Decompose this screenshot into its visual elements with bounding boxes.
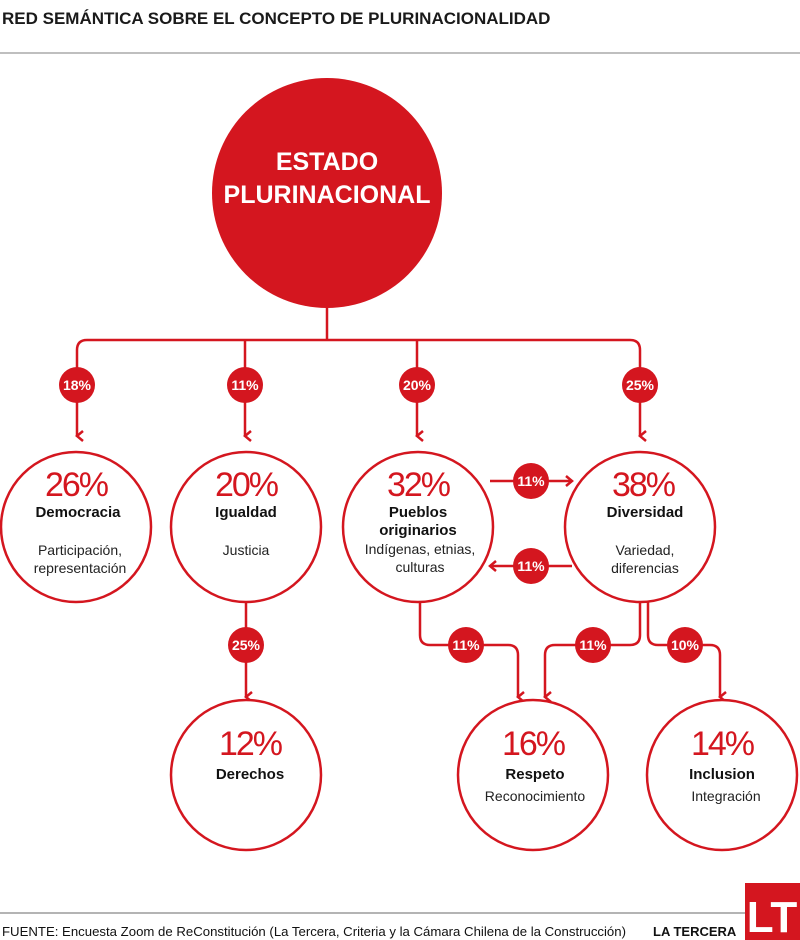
node-derechos: 12% Derechos [169,698,323,852]
node-sub1: Indígenas, etnias, [365,541,476,557]
node-pct: 20% [215,466,279,504]
brand-logo-text: LT [747,893,798,940]
node-sub1: Reconocimiento [485,788,586,804]
node-name: Democracia [35,504,121,521]
node-sub1: Participación, [38,542,122,558]
node-sub1: Variedad, [616,542,675,558]
badge-diversidad-to-pueblos: 11% [517,558,545,574]
node-igualdad: 20% Igualdad Justicia [169,450,323,604]
root-label-line2: PLURINACIONAL [224,181,431,209]
badge-pueblos-to-diversidad: 11% [517,473,545,489]
source-note: FUENTE: Encuesta Zoom de ReConstitución … [2,924,626,939]
node-sub1: Justicia [223,542,270,558]
brand-name: LA TERCERA [653,924,737,939]
node-pueblos-originarios: 32% Pueblos originarios Indígenas, etnia… [341,450,495,604]
root-node-circle [212,78,442,308]
chart-title: RED SEMÁNTICA SOBRE EL CONCEPTO DE PLURI… [2,9,550,28]
node-name: Derechos [216,766,284,783]
badge-diversidad-to-inclusion: 10% [671,637,700,653]
node-pct: 16% [502,725,566,763]
node-pct: 14% [691,725,755,763]
badge-democracia: 18% [63,377,92,393]
node-pct: 38% [612,466,676,504]
brand-logo [745,883,800,940]
node-name-line2: originarios [379,522,457,539]
node-name-line1: Pueblos [389,504,447,521]
node-sub1: Integración [691,788,760,804]
node-sub2: representación [34,560,127,576]
badge-pueblos: 20% [403,377,432,393]
root-link-badges: 18% 11% 20% 25% [59,367,658,403]
node-inclusion: 14% Inclusion Integración [645,698,799,852]
node-sub2: diferencias [611,560,679,576]
node-pct: 26% [45,466,109,504]
badge-igualdad-to-derechos: 25% [232,637,261,653]
node-democracia: 26% Democracia Participación, representa… [0,450,153,604]
node-name: Inclusion [689,766,755,783]
node-pct: 32% [387,466,451,504]
badge-pueblos-to-respeto: 11% [452,637,480,653]
node-name: Igualdad [215,504,277,521]
node-name: Diversidad [607,504,684,521]
node-pct: 12% [219,725,283,763]
node-diversidad: 38% Diversidad Variedad, diferencias [563,450,717,604]
badge-diversidad: 25% [626,377,655,393]
node-respeto: 16% Respeto Reconocimiento [456,698,610,852]
node-name: Respeto [505,766,564,783]
badge-igualdad: 11% [231,377,259,393]
root-branch-line [75,338,642,351]
root-label-line1: ESTADO [276,148,378,176]
badge-diversidad-to-respeto: 11% [579,637,607,653]
node-sub2: culturas [395,559,444,575]
